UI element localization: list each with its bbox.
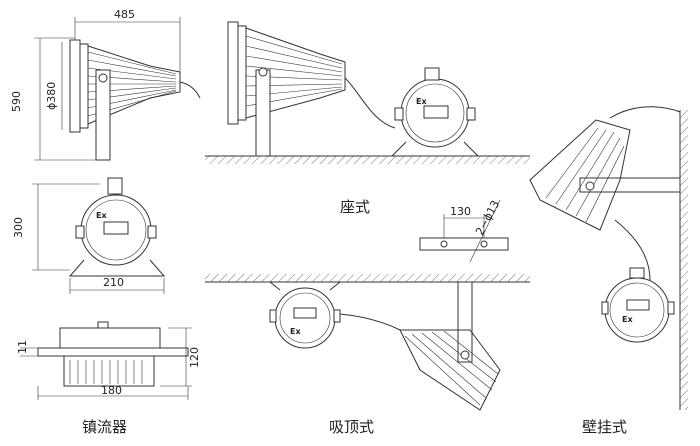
seat-mount-view: Ex 座式 — [205, 21, 530, 216]
ballast-front-view: 300 Ex 210 — [12, 177, 166, 294]
dim-180: 180 — [101, 384, 122, 397]
ex-marking-seat: Ex — [416, 97, 427, 106]
caption-ballast: 镇流器 — [82, 418, 127, 436]
ex-marking: Ex — [96, 211, 107, 220]
dim-210: 210 — [103, 276, 124, 289]
dim-590: 590 — [10, 91, 23, 112]
dim-phi380: ϕ380 — [45, 82, 58, 110]
ceiling-mount-view: Ex 吸顶式 — [205, 274, 530, 436]
caption-wall-mount: 壁挂式 — [582, 418, 627, 436]
ballast-side-view: 11 120 180 — [16, 321, 201, 400]
wall-mount-view: Ex 壁挂式 — [529, 106, 688, 436]
ex-marking-wall: Ex — [622, 315, 633, 324]
dim-11: 11 — [16, 340, 29, 354]
dim-120: 120 — [188, 347, 201, 368]
lamp-side-view: 485 590 ϕ380 — [10, 8, 201, 161]
caption-ceiling-mount: 吸顶式 — [329, 418, 374, 436]
bracket-detail: 130 2−ϕ13 — [419, 198, 509, 263]
dim-300: 300 — [12, 217, 25, 238]
dim-130: 130 — [450, 205, 471, 218]
caption-seat-mount: 座式 — [340, 198, 370, 216]
dim-485: 485 — [114, 8, 135, 21]
ex-marking-ceiling: Ex — [290, 327, 301, 336]
